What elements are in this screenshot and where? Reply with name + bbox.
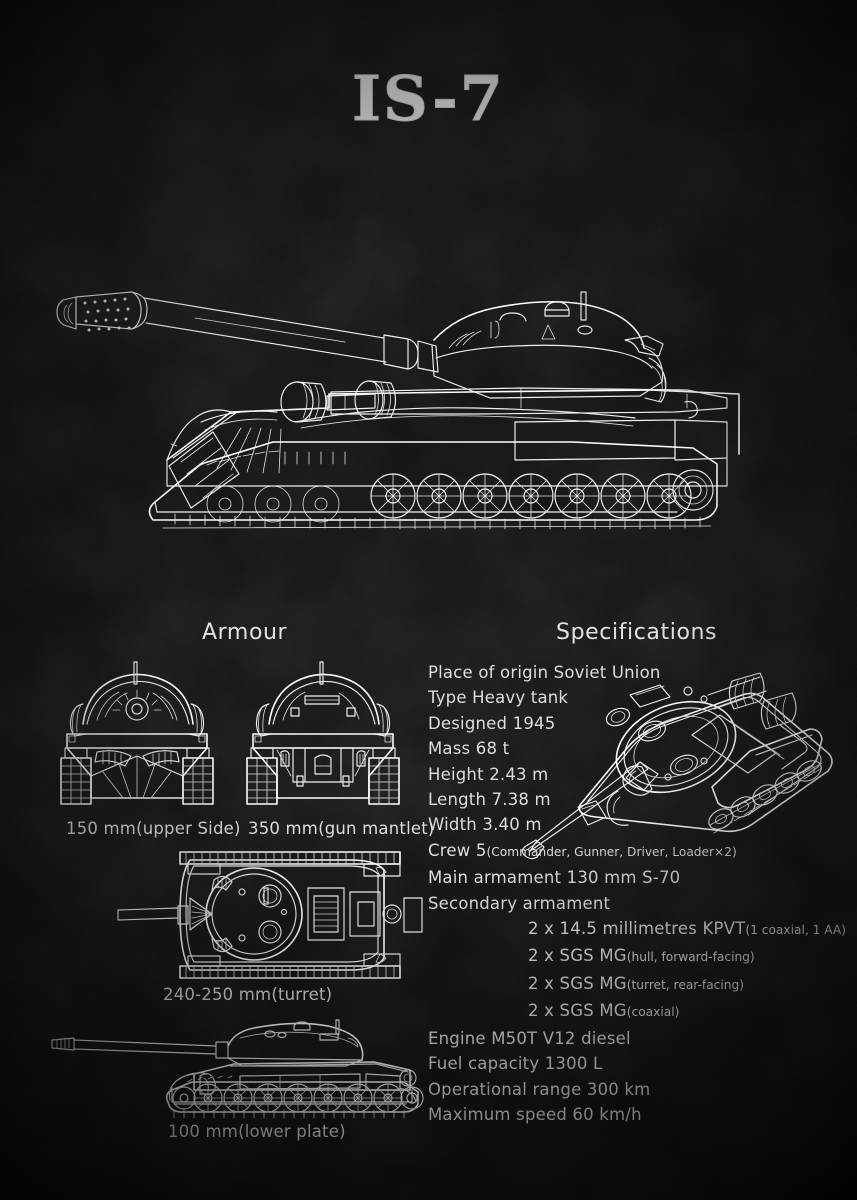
specifications-section-heading: Specifications	[556, 620, 718, 645]
spec-row-text: 2 x 14.5 millimetres KPVT	[528, 919, 746, 939]
spec-row: Maximum speed 60 km/h	[428, 1102, 848, 1127]
spec-row: 2 x 14.5 millimetres KPVT(1 coaxial, 1 A…	[428, 916, 848, 943]
spec-row: Crew 5(Commander, Gunner, Driver, Loader…	[428, 838, 848, 865]
spec-row: Mass 68 t	[428, 736, 848, 761]
spec-row-text: Maximum speed 60 km/h	[428, 1104, 642, 1124]
spec-row-text: Operational range 300 km	[428, 1079, 651, 1099]
spec-row: Type Heavy tank	[428, 685, 848, 710]
armour-caption-gun-mantlet: 350 mm(gun mantlet)	[248, 819, 435, 838]
gun-barrel-and-muzzle	[57, 292, 438, 372]
spec-row-text: 2 x SGS MG	[528, 946, 627, 966]
spec-row: 2 x SGS MG(turret, rear-facing)	[428, 971, 848, 998]
spec-row-note: (Commander, Gunner, Driver, Loader×2)	[486, 844, 737, 859]
spec-row-text: Main armament 130 mm S-70	[428, 868, 681, 888]
spec-row-note: (hull, forward-facing)	[626, 950, 755, 965]
is7-large-side-illustration	[45, 262, 785, 542]
spec-row-text: 2 x SGS MG	[528, 1001, 627, 1021]
armour-section-heading: Armour	[202, 620, 288, 645]
is7-front-view-upper-side-illustration	[57, 660, 217, 808]
spec-row: Fuel capacity 1300 L	[428, 1051, 848, 1076]
spec-row: Secondary armament	[428, 891, 848, 916]
page-title: IS-7	[352, 62, 505, 136]
spec-row-text: Engine M50T V12 diesel	[428, 1028, 631, 1048]
spec-row-text: Length 7.38 m	[428, 790, 551, 810]
spec-row: Designed 1945	[428, 711, 848, 736]
spec-row: 2 x SGS MG(hull, forward-facing)	[428, 943, 848, 970]
is7-front-view-gun-mantlet-illustration	[243, 660, 403, 808]
armour-caption-lower-plate: 100 mm(lower plate)	[168, 1122, 346, 1141]
spec-row: Main armament 130 mm S-70	[428, 865, 848, 890]
spec-row-note: (1 coaxial, 1 AA)	[745, 923, 846, 938]
spec-row-text: Type Heavy tank	[428, 688, 569, 708]
spec-row-note: (turret, rear-facing)	[626, 977, 744, 992]
spec-row-note: (coaxial)	[626, 1005, 680, 1020]
track-and-roadwheels	[149, 432, 717, 529]
armour-caption-upper-side: 150 mm(upper Side)	[66, 819, 241, 838]
spec-row-text: Designed 1945	[428, 713, 556, 733]
spec-row: 2 x SGS MG(coaxial)	[428, 998, 848, 1025]
armour-caption-turret: 240-250 mm(turret)	[163, 985, 333, 1004]
spec-row-text: Crew 5	[428, 840, 487, 860]
spec-row: Length 7.38 m	[428, 787, 848, 812]
spec-row: Height 2.43 m	[428, 762, 848, 787]
is7-side-profile-illustration	[48, 1018, 428, 1118]
spec-row-text: Secondary armament	[428, 893, 611, 913]
spec-row-text: Height 2.43 m	[428, 764, 549, 784]
spec-row-text: Mass 68 t	[428, 739, 510, 759]
spec-row-text: Width 3.40 m	[428, 815, 542, 835]
spec-row-text: 2 x SGS MG	[528, 973, 627, 993]
spec-row-text: Fuel capacity 1300 L	[428, 1054, 603, 1074]
spec-row: Operational range 300 km	[428, 1077, 848, 1102]
spec-row: Engine M50T V12 diesel	[428, 1026, 848, 1051]
hull	[167, 381, 739, 486]
turret	[432, 292, 666, 402]
is7-top-plan-illustration	[118, 852, 428, 978]
spec-row: Place of origin Soviet Union	[428, 660, 848, 685]
spec-row: Width 3.40 m	[428, 812, 848, 837]
spec-row-text: Place of origin Soviet Union	[428, 663, 661, 682]
